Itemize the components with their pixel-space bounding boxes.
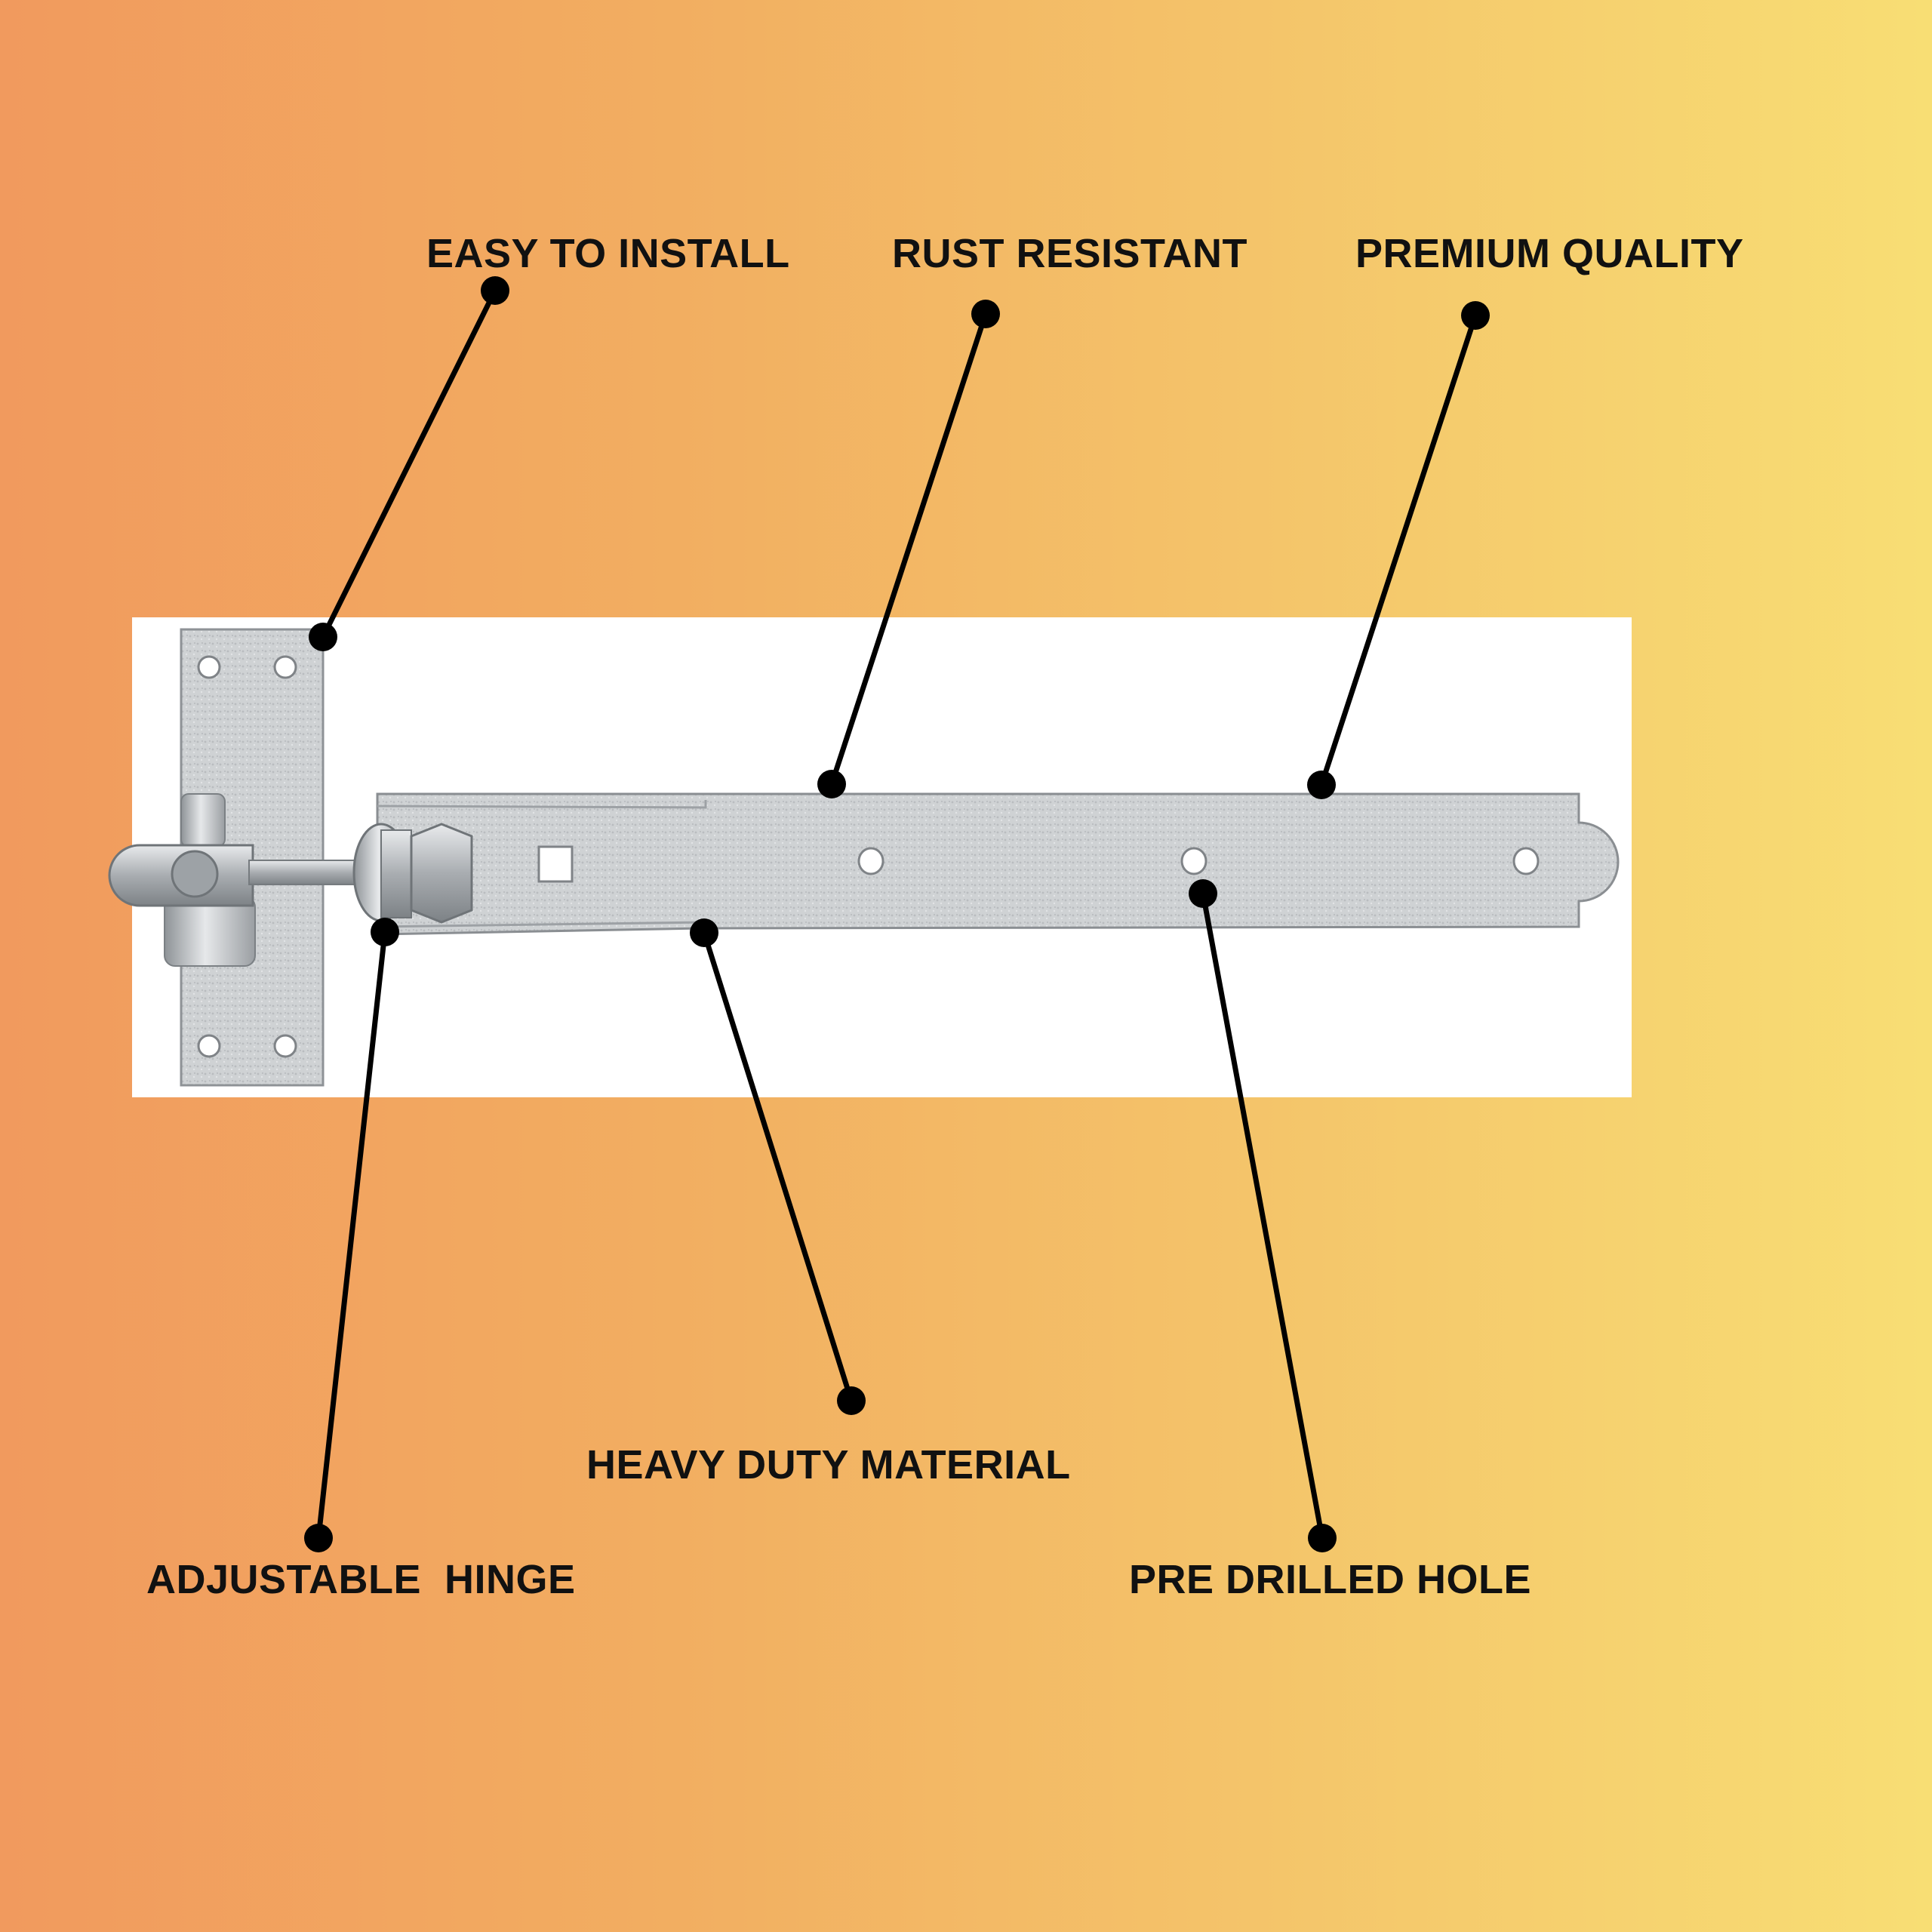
screw-hole bbox=[273, 655, 297, 679]
dot-icon bbox=[304, 1524, 333, 1552]
label-adjustable-hinge: ADJUSTABLE HINGE bbox=[146, 1557, 576, 1602]
dot-icon bbox=[309, 623, 337, 651]
dot-icon bbox=[1189, 879, 1217, 908]
label-easy-to-install: EASY TO INSTALL bbox=[426, 231, 790, 276]
pre-drilled-hole bbox=[1512, 847, 1540, 875]
leader-lines bbox=[315, 288, 1478, 1541]
dot-icon bbox=[817, 770, 846, 798]
pre-drilled-hole bbox=[1180, 847, 1208, 875]
screw-hole bbox=[197, 1034, 221, 1058]
dot-icon bbox=[1461, 301, 1490, 330]
dot-icon bbox=[1307, 771, 1336, 799]
leader-heavy-duty-material bbox=[701, 930, 854, 1404]
label-pre-drilled-hole: PRE DRILLED HOLE bbox=[1129, 1557, 1532, 1602]
dot-icon bbox=[837, 1386, 866, 1415]
label-premium-quality: PREMIUM QUALITY bbox=[1355, 231, 1744, 276]
leader-dots bbox=[304, 276, 1490, 1552]
leader-premium-quality bbox=[1318, 312, 1478, 788]
dot-icon bbox=[371, 918, 399, 946]
adjustment-nut bbox=[352, 823, 473, 924]
square-slot bbox=[537, 845, 574, 883]
screw-hole bbox=[197, 655, 221, 679]
leader-adjustable-hinge bbox=[315, 929, 388, 1541]
screw-hole bbox=[273, 1034, 297, 1058]
label-rust-resistant: RUST RESISTANT bbox=[892, 231, 1248, 276]
dot-icon bbox=[690, 918, 718, 947]
dot-icon bbox=[971, 300, 1000, 328]
hinge-strap bbox=[376, 792, 1620, 936]
dot-icon bbox=[1308, 1524, 1337, 1552]
leader-rust-resistant bbox=[829, 311, 989, 787]
leader-pre-drilled-hole bbox=[1200, 891, 1325, 1541]
label-heavy-duty-material: HEAVY DUTY MATERIAL bbox=[586, 1442, 1071, 1487]
pre-drilled-hole bbox=[857, 847, 884, 875]
hinge-pin bbox=[108, 793, 256, 967]
leader-easy-to-install bbox=[320, 288, 498, 640]
dot-icon bbox=[481, 276, 509, 305]
